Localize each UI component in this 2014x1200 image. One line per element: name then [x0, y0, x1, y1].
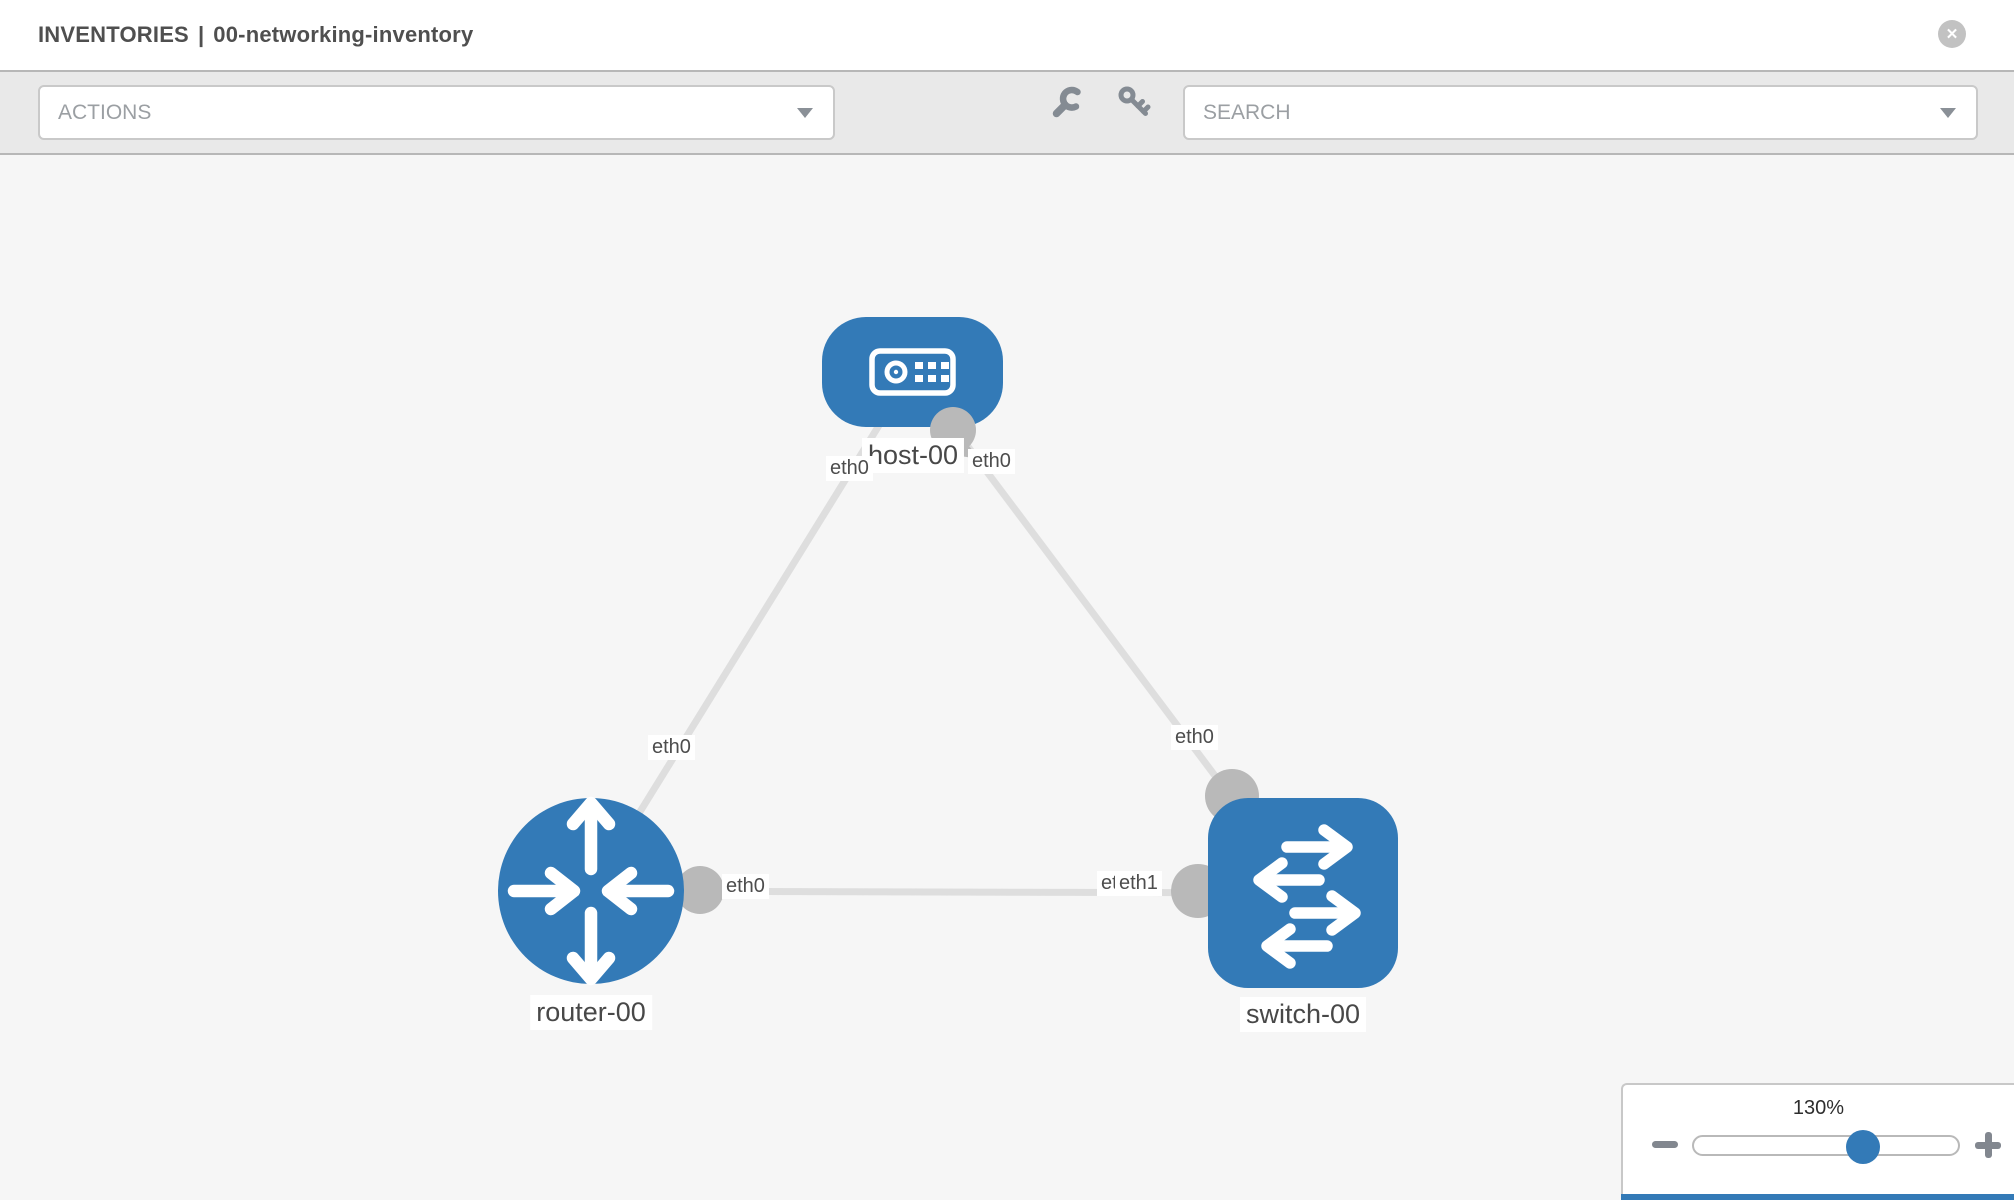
zoom-control-panel: 130%: [1621, 1083, 2014, 1200]
inventory-name: 00-networking-inventory: [213, 22, 474, 47]
breadcrumb-separator: |: [197, 22, 205, 47]
node-switch-00[interactable]: [1208, 798, 1398, 988]
interface-label-host-eth0-right: eth0: [968, 449, 1015, 474]
search-dropdown[interactable]: SEARCH: [1183, 85, 1978, 140]
zoom-slider-knob[interactable]: [1846, 1130, 1880, 1164]
chevron-down-icon: [1940, 107, 1956, 118]
search-dropdown-label: SEARCH: [1203, 100, 1291, 124]
header: INVENTORIES | 00-networking-inventory ✕: [0, 0, 2014, 70]
server-icon: [869, 348, 956, 396]
key-icon[interactable]: [1116, 83, 1152, 119]
chevron-down-icon: [797, 107, 813, 118]
router-arrows-icon: [507, 796, 675, 986]
topology-canvas[interactable]: host-00 router-00 switch-00 eth0 eth0 et…: [0, 155, 2014, 1200]
breadcrumb-section: INVENTORIES: [38, 22, 189, 47]
switch-arrows-icon: [1253, 824, 1361, 969]
bottom-panel-edge: [1621, 1194, 2014, 1200]
interface-label-host-eth0-left: eth0: [826, 456, 873, 481]
interface-label-router-eth0-right: eth0: [722, 874, 769, 899]
page-title: INVENTORIES | 00-networking-inventory: [38, 0, 473, 70]
node-label-router: router-00: [530, 995, 652, 1030]
plus-icon[interactable]: [1975, 1132, 2001, 1158]
node-label-switch: switch-00: [1239, 997, 1367, 1032]
close-button[interactable]: ✕: [1938, 20, 1966, 48]
zoom-slider-track[interactable]: [1692, 1130, 1960, 1164]
interface-label-router-eth0-top: eth0: [648, 735, 695, 760]
minus-icon[interactable]: [1652, 1141, 1678, 1148]
node-router-00[interactable]: [498, 796, 684, 986]
wrench-icon[interactable]: [1049, 83, 1085, 119]
interface-label-switch-eth1: eth1: [1115, 871, 1162, 896]
interface-label-switch-eth0-top: eth0: [1171, 725, 1218, 750]
actions-dropdown[interactable]: ACTIONS: [38, 85, 835, 140]
zoom-percentage: 130%: [1792, 1097, 1845, 1119]
interface-dot-router-eth0: [676, 866, 724, 914]
node-host-00[interactable]: [822, 317, 1003, 427]
node-label-host: host-00: [861, 438, 965, 473]
toolbar: ACTIONS SEARCH: [0, 70, 2014, 155]
close-icon: ✕: [1945, 25, 1959, 43]
topology-graph: [498, 317, 1398, 988]
actions-dropdown-label: ACTIONS: [58, 100, 152, 124]
